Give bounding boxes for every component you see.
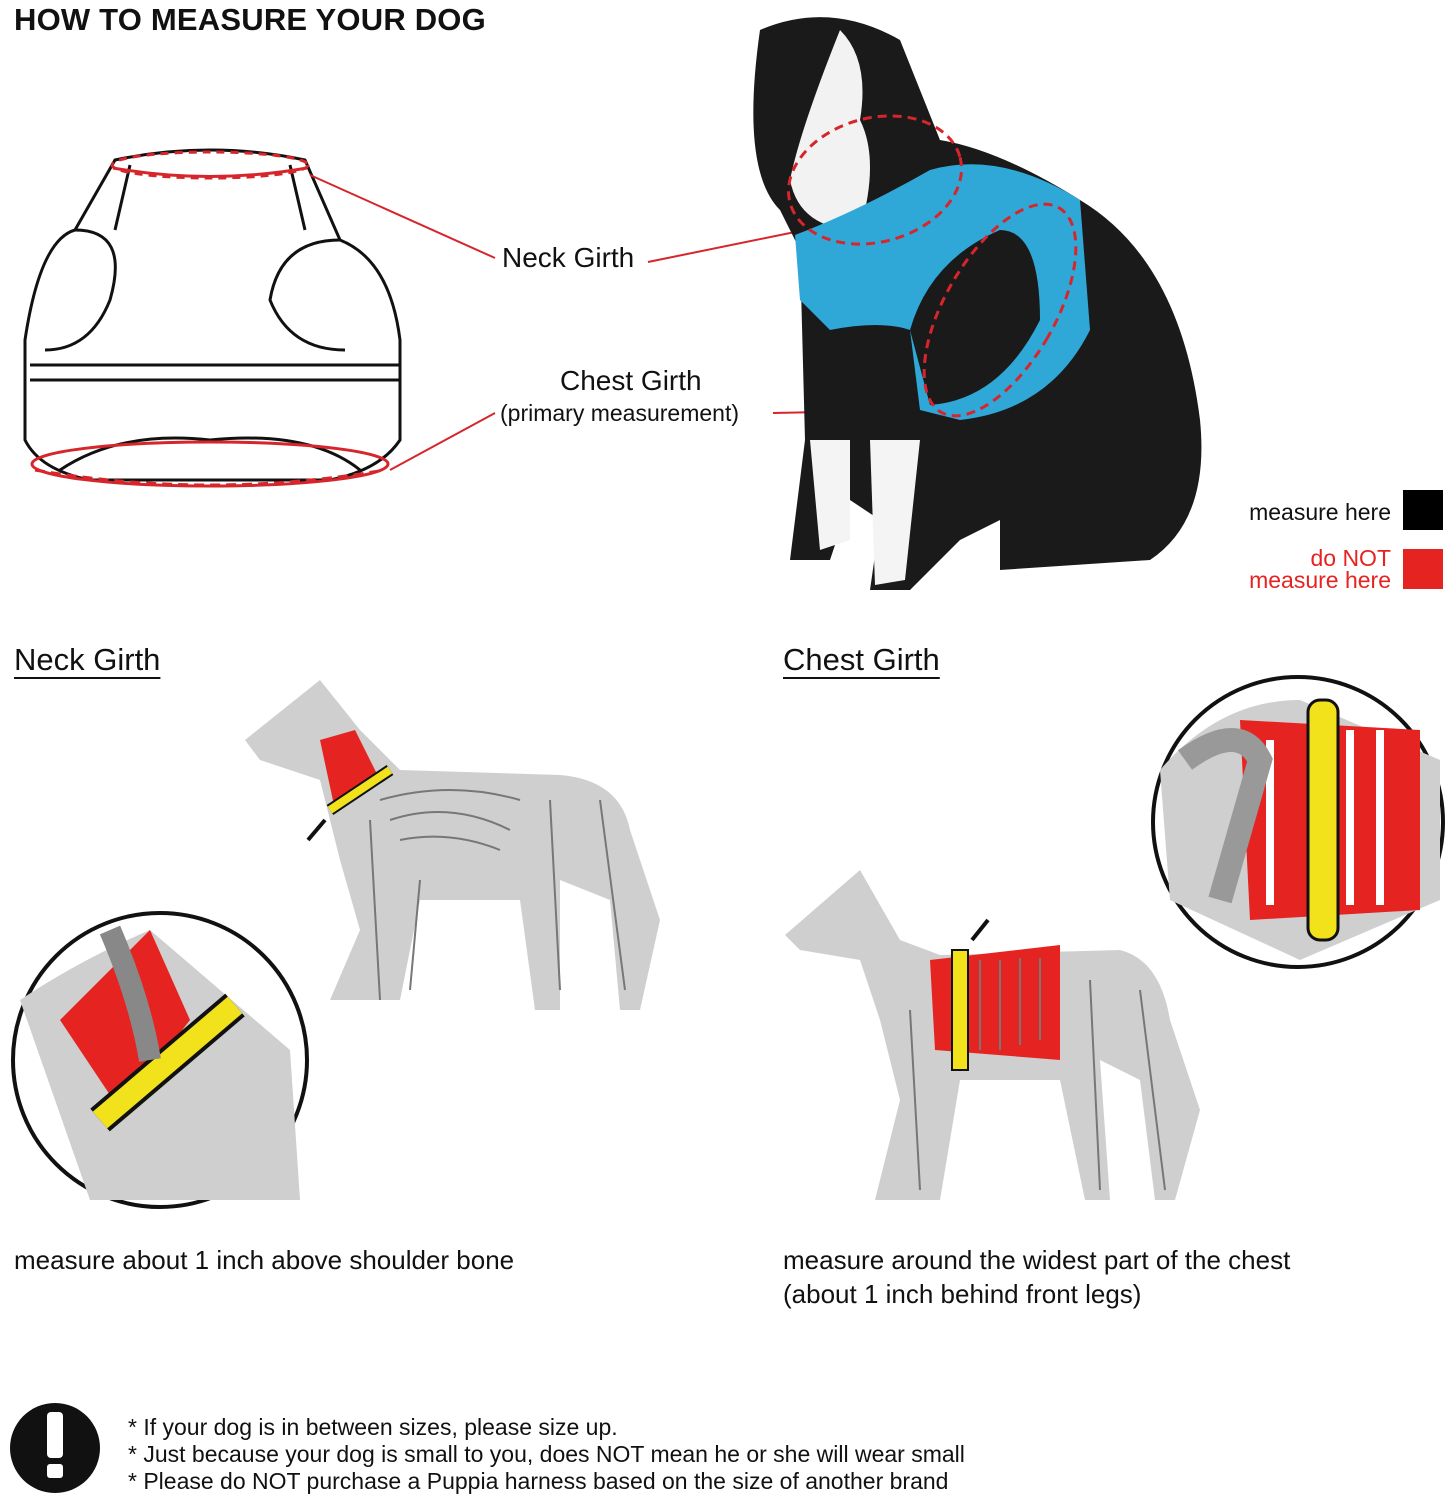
- chest-caption-line1: measure around the widest part of the ch…: [783, 1245, 1291, 1275]
- legend-do-not-line2: measure here: [1249, 567, 1391, 593]
- harness-neck-marker: [110, 150, 310, 180]
- note-line-3: * Please do NOT purchase a Puppia harnes…: [128, 1468, 949, 1494]
- callout-chest-subtitle: (primary measurement): [500, 400, 739, 426]
- callout-neck-girth: Neck Girth: [502, 242, 635, 273]
- chest-caption-line2: (about 1 inch behind front legs): [783, 1279, 1142, 1309]
- legend-measure-here: measure here: [1249, 499, 1391, 525]
- callout-chest-girth: Chest Girth: [560, 365, 702, 396]
- harness-chest-marker: [30, 440, 390, 488]
- legend-swatch-black: [1403, 490, 1443, 530]
- harness-drawing: [23, 148, 402, 482]
- neck-zoom-circle: [11, 911, 309, 1209]
- page-title: HOW TO MEASURE YOUR DOG: [14, 2, 486, 37]
- dog-photo: [753, 17, 1202, 590]
- note-line-1: * If your dog is in between sizes, pleas…: [128, 1414, 618, 1440]
- chest-skeleton-dog: [785, 870, 1200, 1200]
- neck-caption: measure about 1 inch above shoulder bone: [14, 1245, 515, 1275]
- legend-swatch-red: [1403, 549, 1443, 589]
- section-heading-chest: Chest Girth: [783, 642, 940, 677]
- chest-zoom-circle: [1151, 675, 1445, 969]
- exclamation-icon: [10, 1403, 100, 1493]
- note-line-2: * Just because your dog is small to you,…: [128, 1441, 965, 1467]
- legend-do-not-line1: do NOT: [1310, 545, 1391, 571]
- section-heading-neck: Neck Girth: [14, 642, 161, 677]
- neck-skeleton-dog: [245, 680, 660, 1010]
